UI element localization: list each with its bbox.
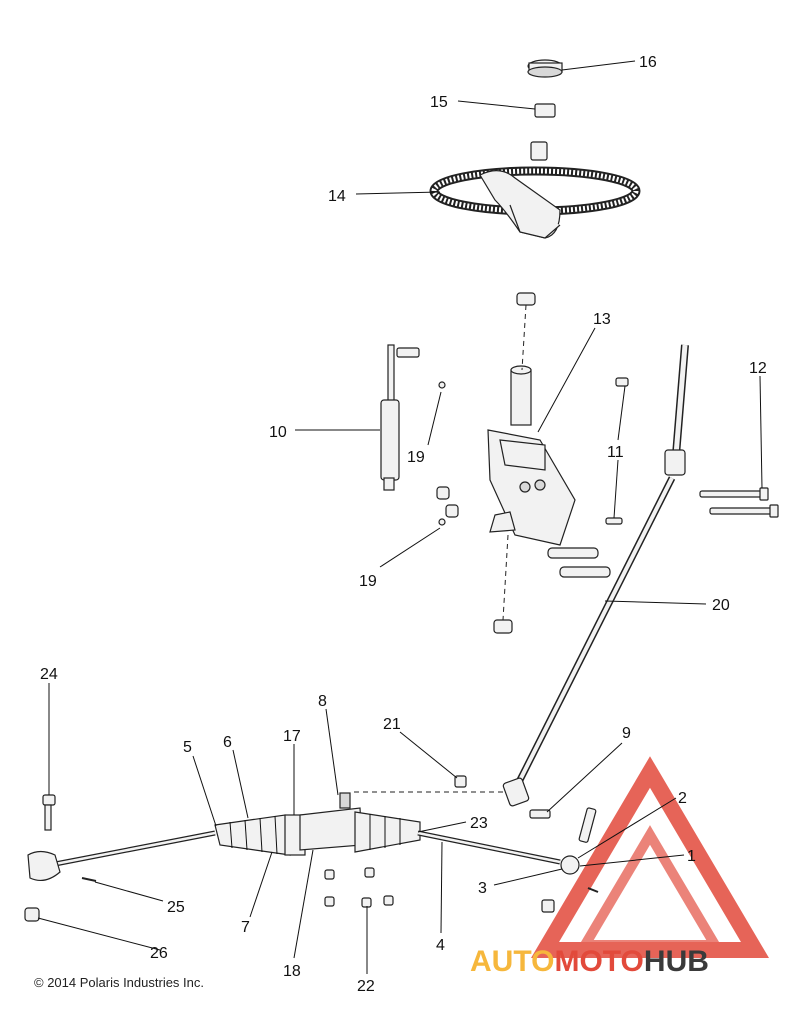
callout-23: 23	[470, 815, 488, 832]
logo-part-auto: AUTO	[470, 945, 555, 978]
part-21-nut	[454, 775, 467, 788]
part-15-nut	[534, 103, 556, 118]
callout-7: 7	[241, 919, 250, 936]
callout-24: 24	[40, 666, 58, 683]
part-19-nut-top	[438, 381, 446, 389]
callout-13: 13	[593, 311, 611, 328]
part-9-bolt	[529, 809, 551, 819]
logo-part-hub: HUB	[643, 945, 709, 978]
bracket-pins	[547, 547, 611, 578]
steering-hub-insert	[530, 141, 548, 161]
part-22-nuts	[324, 867, 394, 908]
watermark-triangle-logo	[530, 756, 770, 958]
callout-15: 15	[430, 94, 448, 111]
callout-21: 21	[383, 716, 401, 733]
callout-25: 25	[167, 899, 185, 916]
callout-4: 4	[436, 937, 445, 954]
part-10-gas-strut	[380, 344, 420, 491]
callout-17: 17	[283, 728, 301, 745]
part-12-long-bolts	[699, 487, 779, 518]
part-24-bolt	[42, 794, 56, 831]
part-14-steering-wheel	[429, 166, 641, 239]
callout-19-bottom: 19	[359, 573, 377, 590]
callout-20: 20	[712, 597, 730, 614]
callout-labels: 16 15 14 13 12 10 19 11 19 20 24 8 21 9 …	[40, 54, 767, 995]
part-26-nut	[24, 907, 40, 922]
part-25-pin	[81, 877, 97, 882]
callout-9: 9	[622, 725, 631, 742]
logo-part-moto: MOTO	[554, 945, 644, 978]
leader-lines	[37, 60, 763, 974]
callout-11: 11	[607, 444, 624, 461]
callout-22: 22	[357, 978, 375, 995]
cotter-pin-right	[587, 887, 599, 893]
callout-1: 1	[687, 848, 696, 865]
callout-10: 10	[269, 424, 287, 441]
callout-5: 5	[183, 739, 192, 756]
part-19-nut-bottom	[438, 518, 446, 526]
bracket-bushings	[436, 486, 459, 518]
watermark-logo-text: AUTOMOTOHUB	[470, 945, 709, 979]
callout-12: 12	[749, 360, 767, 377]
callout-2: 2	[678, 790, 687, 807]
callout-26: 26	[150, 945, 168, 962]
callout-8: 8	[318, 693, 327, 710]
steering-rack-assembly	[27, 791, 597, 913]
callout-18: 18	[283, 963, 301, 980]
part-20-steering-shaft	[502, 344, 689, 807]
callout-16: 16	[639, 54, 657, 71]
copyright-text: © 2014 Polaris Industries Inc.	[34, 975, 204, 990]
part-13-column-bracket	[487, 292, 576, 634]
part-11-bolts	[605, 377, 629, 525]
callout-14: 14	[328, 188, 346, 205]
callout-6: 6	[223, 734, 232, 751]
part-16-cap	[527, 59, 563, 78]
callout-3: 3	[478, 880, 487, 897]
callout-19-top: 19	[407, 449, 425, 466]
